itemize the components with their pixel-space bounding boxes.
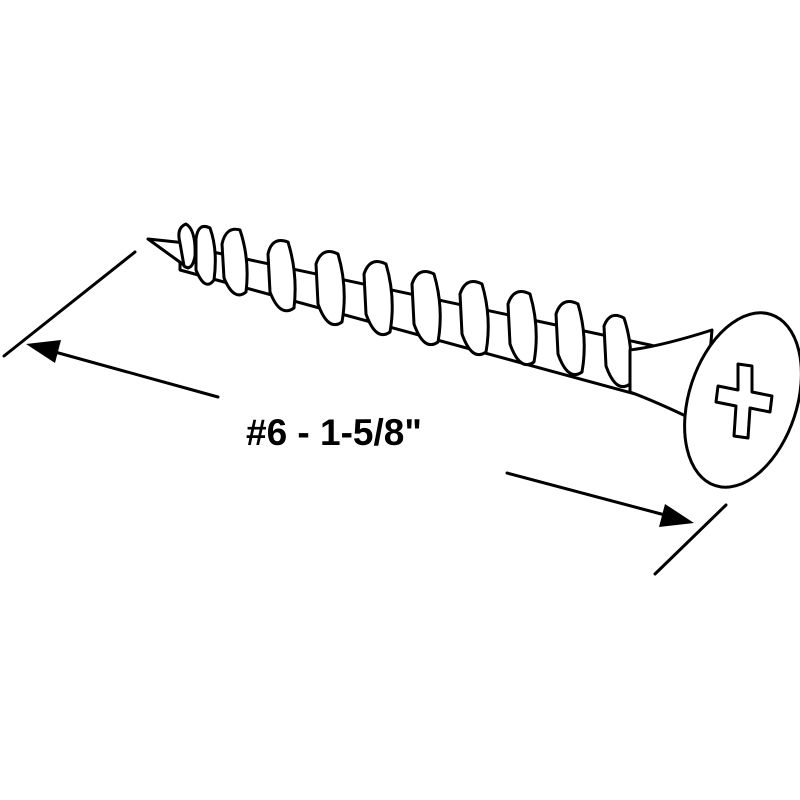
- tip-extension-line: [2, 250, 137, 358]
- wood-screw-icon: [146, 222, 800, 489]
- right-dimension-arrow-shaft: [505, 471, 667, 517]
- left-arrowhead: [26, 340, 61, 363]
- thread-crest: [458, 280, 490, 357]
- right-arrowhead: [659, 504, 694, 527]
- dimension-lines: [2, 250, 728, 576]
- thread-crest: [506, 290, 538, 367]
- thread-crest: [362, 260, 394, 337]
- dimension-label: #6 - 1-5/8": [246, 412, 422, 453]
- head-extension-line: [653, 503, 728, 576]
- thread-crest: [314, 250, 346, 327]
- phillips-recess-icon: [714, 362, 774, 440]
- thread-crest: [220, 227, 249, 297]
- thread-crest: [194, 224, 217, 286]
- thread-crest: [554, 300, 586, 377]
- screw-threads: [194, 224, 633, 389]
- screw-tip-thread: [177, 222, 197, 270]
- thread-crest: [266, 239, 297, 313]
- left-dimension-arrow-shaft: [53, 350, 220, 399]
- dimension-arrowheads: [26, 340, 694, 527]
- thread-crest: [410, 270, 442, 347]
